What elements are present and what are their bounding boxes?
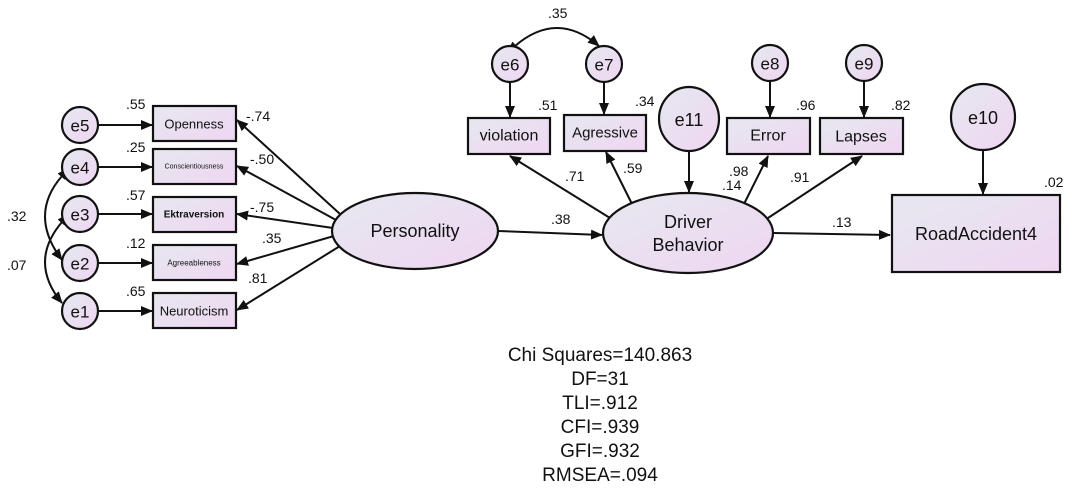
fit-indices: Chi Squares=140.863 DF=31 TLI=.912 CFI=.… (508, 345, 692, 486)
indicator-lapses[interactable]: Lapses (818, 116, 905, 156)
r2-lapses: .82 (891, 97, 911, 113)
loading-error: .98 (729, 163, 749, 179)
loading-conscientiousness: -.50 (250, 151, 274, 167)
error-e7[interactable]: e7 (584, 44, 624, 84)
node-label: e2 (71, 255, 90, 274)
cov-label-e6-e7: .35 (548, 5, 568, 21)
node-label: RoadAccident4 (915, 224, 1037, 244)
node-label: Lapses (835, 129, 887, 146)
node-label: Error (750, 128, 786, 145)
r2-ektraversion: .57 (126, 187, 146, 203)
fit-chi-square: Chi Squares=140.863 (508, 345, 692, 366)
loading-ektraversion: -.75 (250, 199, 274, 215)
fit-df: DF=31 (571, 369, 629, 390)
node-label: Personality (370, 221, 459, 241)
loading-agreeableness: .35 (262, 230, 282, 246)
outcome-road-accident[interactable]: RoadAccident4 (890, 193, 1062, 274)
node-label: Driver (664, 212, 712, 232)
node-label: Ektraversion (164, 210, 225, 221)
r2-neuroticism: .65 (126, 283, 146, 299)
node-label: e4 (71, 159, 90, 178)
error-e1[interactable]: e1 (60, 291, 100, 331)
error-e9[interactable]: e9 (844, 43, 884, 83)
indicator-agressive[interactable]: Agressive (562, 113, 648, 153)
indicator-agreeableness[interactable]: Agreeableness (151, 243, 238, 282)
indicator-openness[interactable]: Openness (151, 104, 238, 143)
covariance-e3-e1 (44, 213, 70, 304)
cov-label-e3-e1: .07 (7, 257, 27, 273)
path-driver-lapses (767, 155, 863, 219)
error-e4[interactable]: e4 (60, 147, 100, 187)
error-e6[interactable]: e6 (490, 44, 530, 84)
path-driver-accident (772, 229, 891, 240)
node-label: e9 (855, 55, 874, 74)
node-label: Conscientiousness (165, 164, 224, 171)
r2-agressive: .34 (635, 93, 655, 109)
fit-tli: TLI=.912 (562, 393, 638, 414)
r2-openness: .55 (126, 96, 146, 112)
node-label: e1 (71, 303, 90, 322)
node-label: Agressive (572, 125, 638, 142)
r2-agreeableness: .12 (126, 235, 146, 251)
r2-error: .96 (796, 97, 816, 113)
error-e8[interactable]: e8 (750, 43, 790, 83)
node-label: violation (480, 128, 539, 145)
node-label: e7 (595, 56, 614, 75)
fit-gfi: GFI=.932 (560, 441, 640, 462)
covariance-e6-e7 (506, 27, 600, 54)
loading-neuroticism: .81 (248, 270, 268, 286)
error-e3[interactable]: e3 (60, 194, 100, 234)
indicator-ektraversion[interactable]: Ektraversion (151, 195, 238, 234)
path-driver-error (743, 155, 769, 205)
r2-driver-behavior: .14 (722, 177, 742, 193)
latent-driver-behavior[interactable]: Driver Behavior (601, 191, 775, 275)
loading-lapses: .91 (790, 169, 810, 185)
path-personality-ektraversion (236, 210, 334, 229)
node-label: e3 (71, 206, 90, 225)
indicator-conscientiousness[interactable]: Conscientiousness (151, 147, 238, 186)
node-label: e5 (71, 117, 90, 136)
r2-violation: .51 (538, 97, 558, 113)
fit-cfi: CFI=.939 (561, 417, 640, 438)
loading-violation: .71 (565, 168, 585, 184)
indicator-neuroticism[interactable]: Neuroticism (151, 291, 238, 330)
indicator-error[interactable]: Error (725, 116, 812, 156)
node-label: Openness (164, 117, 224, 132)
node-label: Agreeableness (167, 259, 220, 268)
indicator-violation[interactable]: violation (466, 116, 552, 156)
error-e10[interactable]: e10 (949, 82, 1017, 152)
cov-label-e4-e2: .32 (7, 208, 27, 224)
path-coef-personality-driver: .38 (551, 211, 571, 227)
loading-agressive: .59 (623, 160, 643, 176)
node-label: Behavior (652, 235, 723, 255)
node-label: e10 (968, 108, 998, 128)
path-personality-conscientiousness (236, 165, 337, 221)
path-personality-openness (236, 119, 341, 215)
path-personality-driver (497, 229, 603, 240)
path-personality-neuroticism (236, 245, 341, 311)
node-label: e8 (761, 55, 780, 74)
latent-personality[interactable]: Personality (330, 191, 500, 271)
error-e11[interactable]: e11 (657, 85, 721, 153)
r2-road-accident: .02 (1044, 174, 1064, 190)
path-driver-violation (509, 155, 611, 219)
loading-openness: -.74 (246, 108, 270, 124)
node-label: e6 (501, 56, 520, 75)
node-label: Neuroticism (160, 304, 229, 319)
path-coef-driver-accident: .13 (832, 214, 852, 230)
path-driver-agressive (605, 151, 633, 205)
r2-conscientiousness: .25 (126, 139, 146, 155)
fit-rmsea: RMSEA=.094 (542, 465, 658, 486)
error-e2[interactable]: e2 (60, 243, 100, 283)
path-personality-agreeableness (236, 235, 335, 266)
error-e5[interactable]: e5 (60, 105, 100, 145)
node-label: e11 (675, 110, 704, 130)
